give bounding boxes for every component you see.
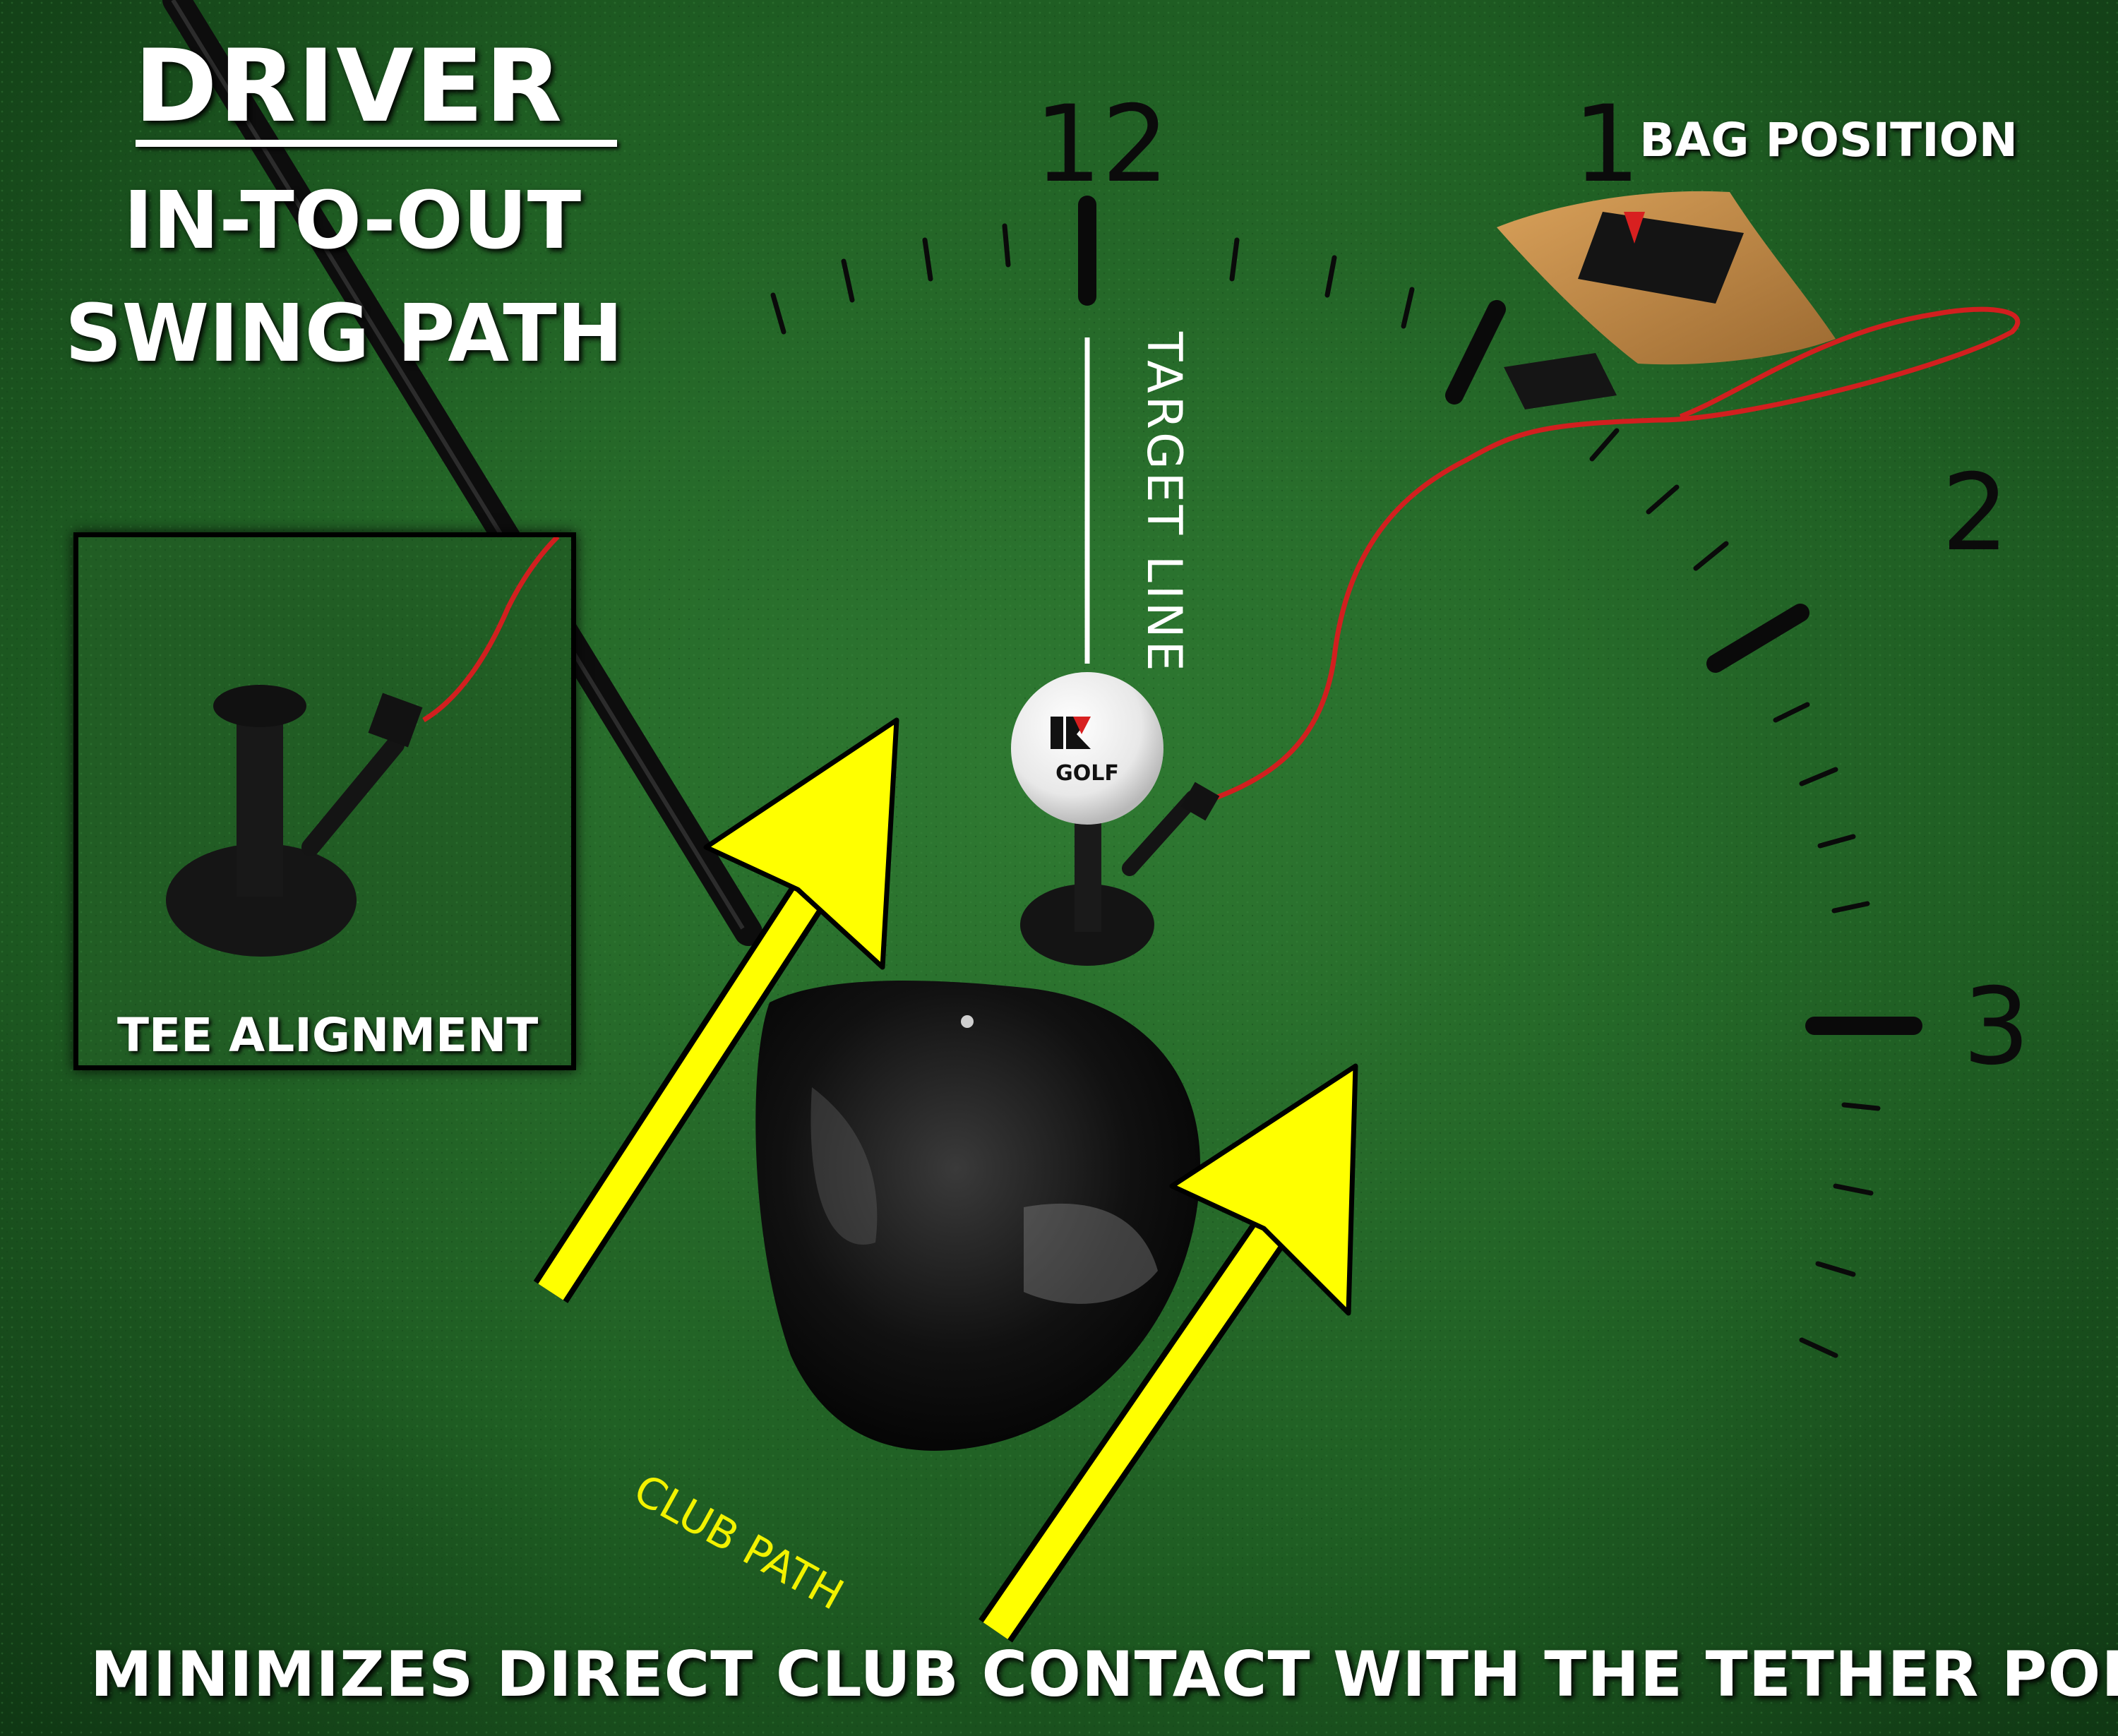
title-subheading-line2: SWING PATH [65, 288, 623, 380]
clock-number-1: 1 [1573, 83, 1641, 206]
clock-number-12: 12 [1034, 83, 1169, 206]
svg-text:GOLF: GOLF [1055, 761, 1119, 786]
tee-alignment-label: TEE ALIGNMENT [117, 1008, 539, 1062]
tee-main [1020, 782, 1220, 966]
club-shaft [162, 0, 762, 946]
club-path-arrows [533, 717, 1358, 1643]
clock-number-2: 2 [1942, 452, 2009, 575]
title-subheading-line1: IN-TO-OUT [124, 175, 582, 267]
bag-position-label: BAG POSITION [1639, 113, 2018, 167]
title-heading: DRIVER [134, 28, 564, 145]
bag-weight [1497, 191, 1836, 409]
clock-tick-marks [770, 196, 1922, 1358]
tether-cord [1195, 306, 2021, 808]
arrow-left [533, 717, 899, 1303]
arrow-right [979, 1063, 1358, 1643]
title-underline [136, 140, 617, 147]
golf-ball: GOLF [1011, 672, 1163, 825]
tee-alignment-inset-photo [76, 534, 574, 1068]
driver-head [755, 980, 1200, 1451]
tee-alignment-inset-frame [73, 532, 576, 1070]
clock-number-3: 3 [1963, 966, 2030, 1089]
bottom-caption: MINIMIZES DIRECT CLUB CONTACT WITH THE T… [90, 1638, 2118, 1711]
target-line-label: TARGET LINE [1136, 332, 1192, 674]
